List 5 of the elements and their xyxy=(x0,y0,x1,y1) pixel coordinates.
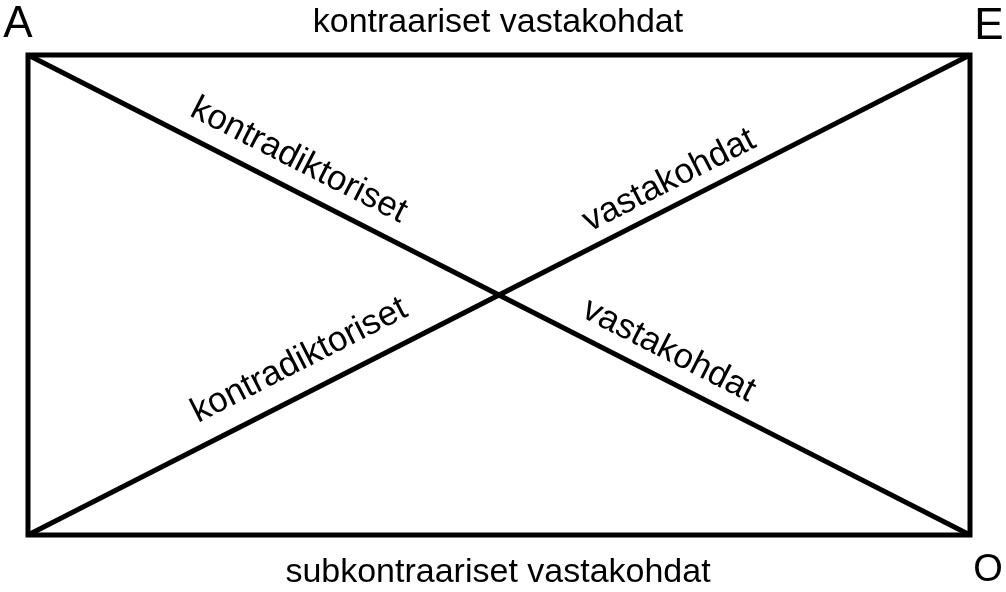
corner-letter: E xyxy=(974,2,1004,46)
relation-label: subkontraariset vastakohdat xyxy=(285,553,711,587)
corner-letter: O xyxy=(973,549,1003,587)
relation-label: kontraariset vastakohdat xyxy=(312,3,684,37)
corner-letter: A xyxy=(3,0,33,44)
